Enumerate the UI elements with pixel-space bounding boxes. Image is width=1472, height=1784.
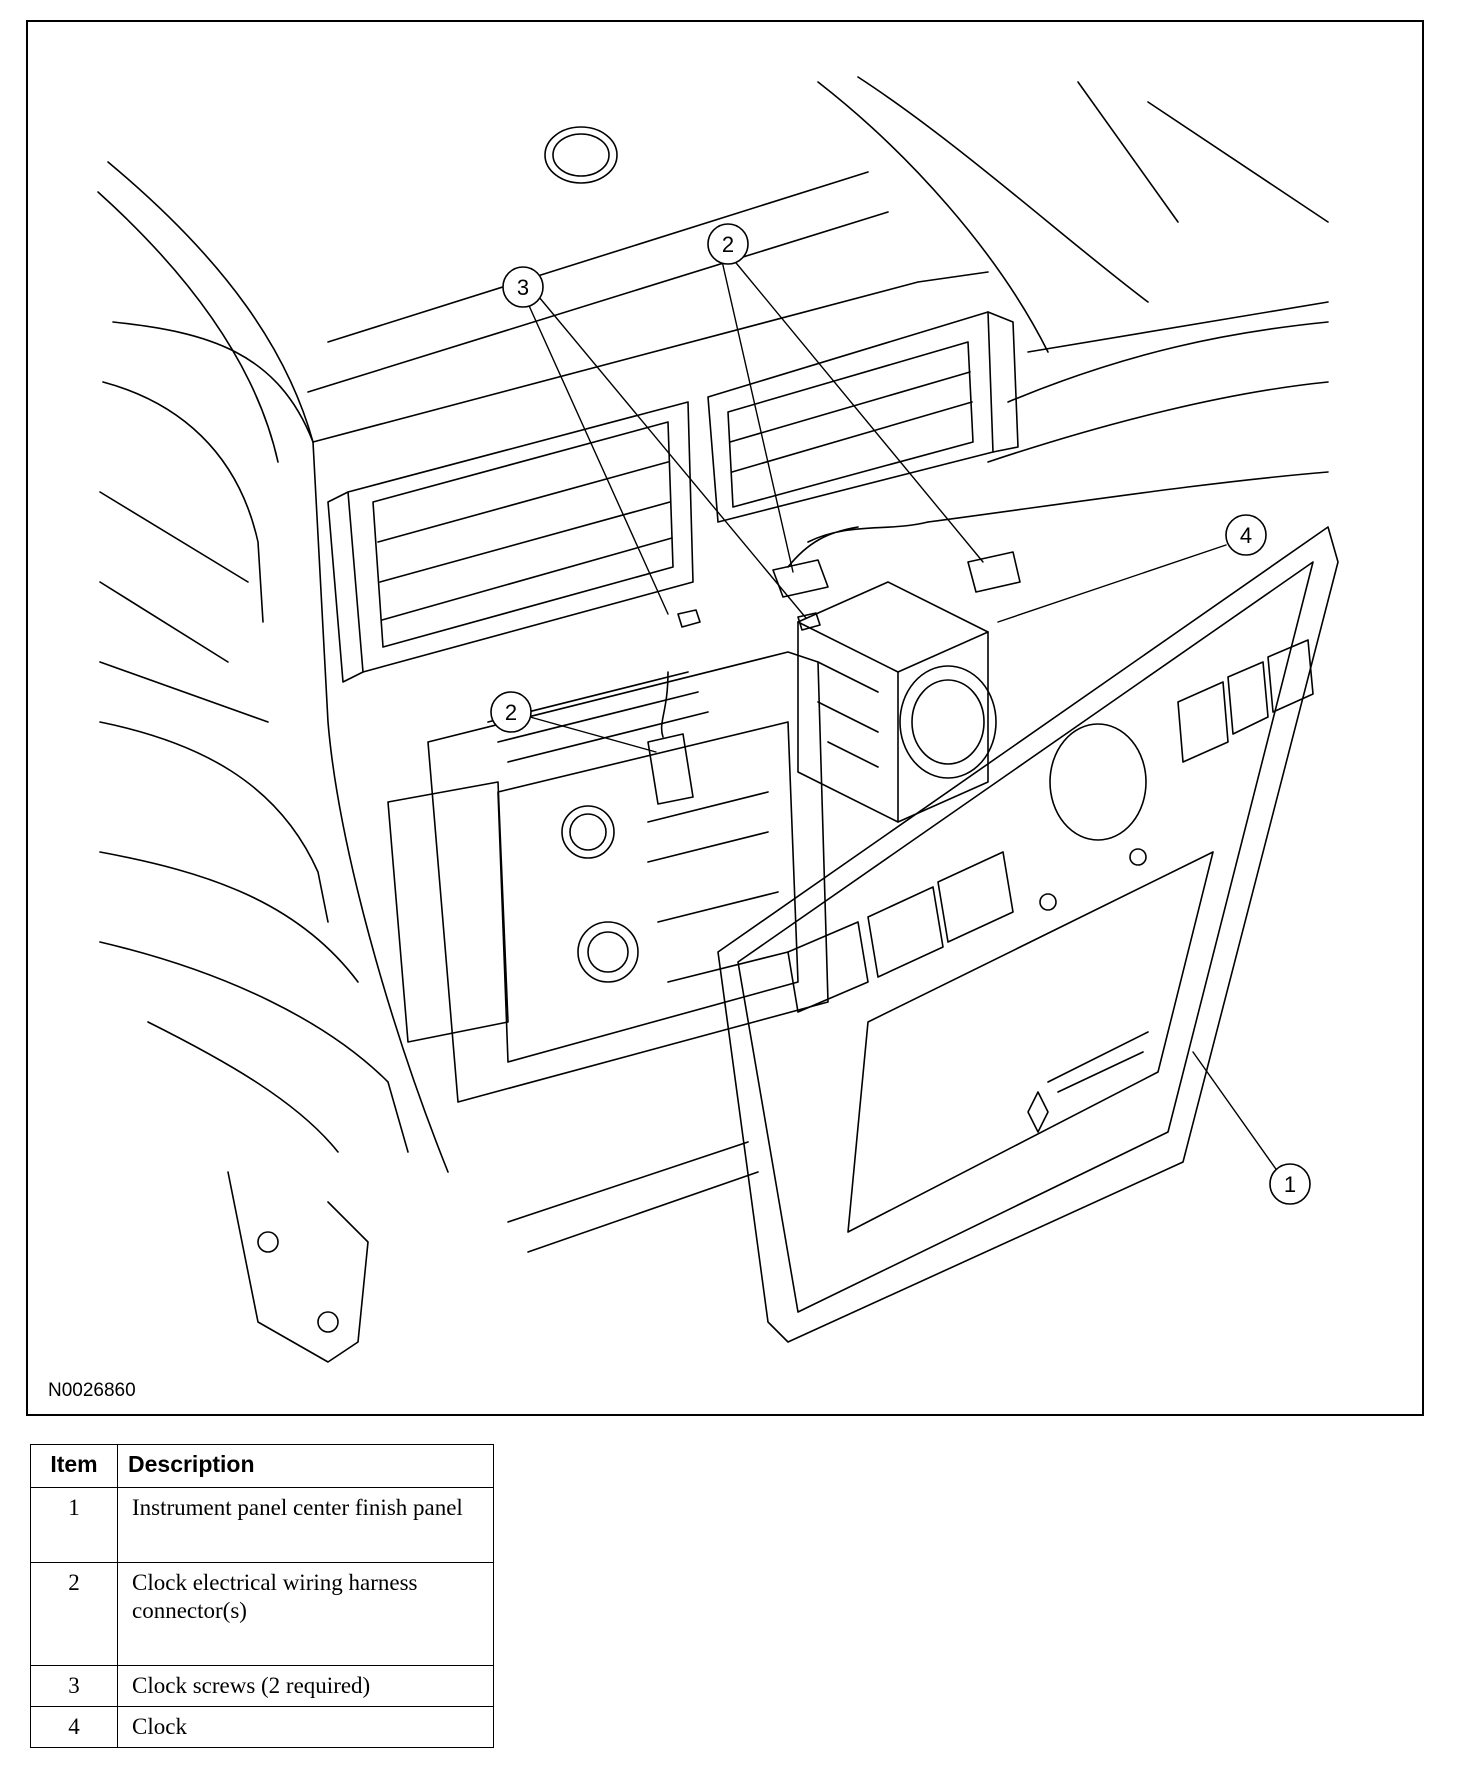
left-air-vent <box>327 401 694 683</box>
round-vent <box>544 126 618 184</box>
legend-item-number: 1 <box>30 1487 118 1563</box>
harness-connectors <box>647 521 1021 805</box>
figure-id: N0026860 <box>48 1380 136 1401</box>
dashboard-shell <box>97 76 1329 1173</box>
leader-lines <box>525 257 1279 1173</box>
legend-item-number: 3 <box>30 1665 118 1707</box>
clock-screws <box>677 609 821 631</box>
svg-text:4: 4 <box>1240 523 1252 548</box>
table-row: 2 Clock electrical wiring harness connec… <box>30 1562 494 1666</box>
legend-header-description: Description <box>117 1444 494 1488</box>
callout-1: 1 <box>1269 1163 1311 1205</box>
legend-item-number: 4 <box>30 1706 118 1748</box>
legend-header-row: Item Description <box>30 1444 494 1488</box>
callout-2-top: 2 <box>707 223 749 265</box>
figure-frame: 3 2 2 4 1 N0026860 <box>26 20 1424 1416</box>
svg-text:2: 2 <box>722 232 734 257</box>
lower-bracket <box>227 1141 759 1363</box>
svg-text:2: 2 <box>505 700 517 725</box>
legend-header-item: Item <box>30 1444 118 1488</box>
right-air-vent <box>707 311 1019 523</box>
legend-item-description: Instrument panel center finish panel <box>117 1487 494 1563</box>
exploded-view-illustration: 3 2 2 4 1 <box>97 76 1339 1363</box>
svg-text:1: 1 <box>1284 1172 1296 1197</box>
callout-3: 3 <box>502 266 544 308</box>
callout-2-left: 2 <box>490 691 532 733</box>
legend-item-description: Clock <box>117 1706 494 1748</box>
table-row: 3 Clock screws (2 required) <box>30 1665 494 1707</box>
svg-text:3: 3 <box>517 275 529 300</box>
legend-table: Item Description 1 Instrument panel cent… <box>30 1444 494 1748</box>
center-finish-panel <box>717 526 1339 1343</box>
table-row: 1 Instrument panel center finish panel <box>30 1487 494 1563</box>
legend-item-description: Clock screws (2 required) <box>117 1665 494 1707</box>
legend-item-description: Clock electrical wiring harness connecto… <box>117 1562 494 1666</box>
callout-4: 4 <box>1225 514 1267 556</box>
radio-unit <box>387 651 829 1103</box>
clock-module <box>797 581 997 823</box>
table-row: 4 Clock <box>30 1706 494 1748</box>
legend-item-number: 2 <box>30 1562 118 1666</box>
